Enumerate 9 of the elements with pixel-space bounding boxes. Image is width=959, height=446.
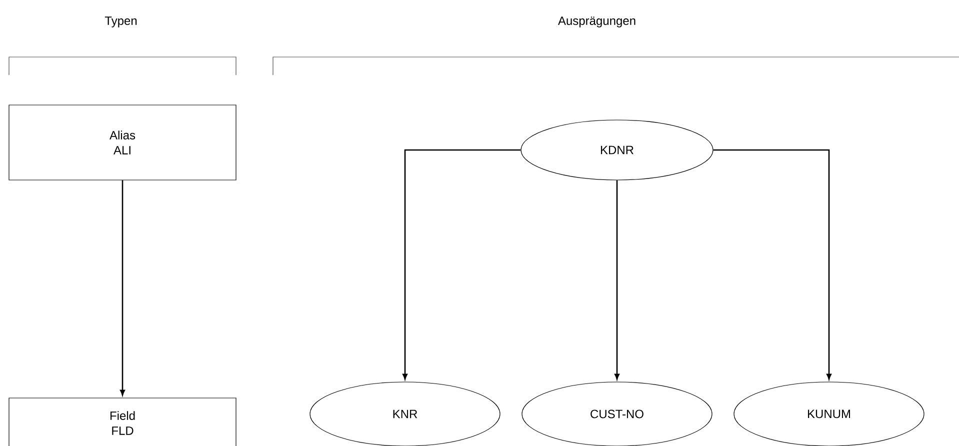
box-node: Field FLD	[8, 398, 236, 446]
arrow	[614, 180, 620, 380]
arrow	[402, 149, 521, 380]
ellipse-node: KDNR	[520, 120, 714, 180]
arrow	[713, 149, 832, 380]
box-node: Alias ALI	[8, 104, 236, 180]
column-heading: Ausprägungen	[558, 16, 636, 28]
column-heading: Typen	[104, 16, 137, 28]
arrow	[120, 180, 126, 396]
